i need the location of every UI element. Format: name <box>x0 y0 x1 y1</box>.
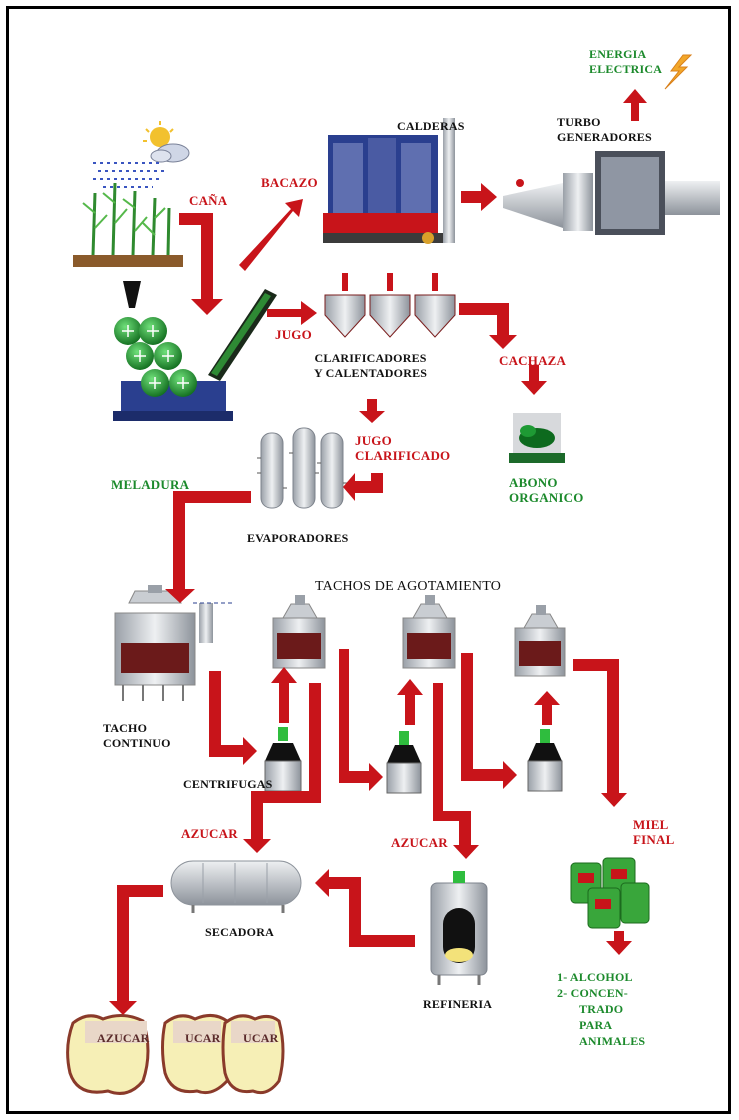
label-abono-organico: ABONO ORGANICO <box>509 475 584 505</box>
sugar-bags-icon <box>66 1014 285 1095</box>
bag-label-2: UCAR <box>185 1031 221 1045</box>
label-clarificadores-line1: CLARIFICADORES <box>314 351 427 365</box>
label-turbo-line2: GENERADORES <box>557 130 652 144</box>
label-tacho-line1: TACHO <box>103 721 148 735</box>
lightning-icon <box>664 54 693 90</box>
centrifuge-icon <box>264 727 563 794</box>
label-abono-line1: ABONO <box>509 475 558 490</box>
clarifier-icon <box>324 273 456 338</box>
diagram-frame: ENERGIA ELECTRICA TURBO GENERADORES CALD… <box>6 6 731 1114</box>
fertilizer-icon <box>509 413 565 463</box>
label-tacho-line2: CONTINUO <box>103 736 171 750</box>
mill-icon <box>113 281 277 421</box>
process-diagram <box>66 54 720 1095</box>
cane-field-icon <box>73 182 183 267</box>
evaporator-icon <box>257 427 347 509</box>
vacuum-pan-icon <box>114 585 566 701</box>
label-calderas: CALDERAS <box>397 119 465 133</box>
dryer-icon <box>170 860 302 913</box>
boiler-icon <box>323 118 455 244</box>
label-jugo: JUGO <box>275 327 312 342</box>
bag-label-3: UCAR <box>243 1031 279 1045</box>
label-turbo-line1: TURBO <box>557 115 601 129</box>
label-miel-line2: FINAL <box>633 832 675 847</box>
label-cana: CAÑA <box>189 193 228 208</box>
label-azucar-mid: AZUCAR <box>391 835 448 850</box>
label-jugo-clarificado-line1: JUGO <box>355 433 392 448</box>
label-tacho-continuo: TACHO CONTINUO <box>103 721 171 751</box>
label-alcohol-line4: PARA <box>579 1018 613 1032</box>
label-energia-line1: ENERGIA <box>589 47 647 61</box>
label-cachaza: CACHAZA <box>499 353 567 368</box>
label-abono-line2: ORGANICO <box>509 490 584 505</box>
label-centrifugas: CENTRIFUGAS <box>183 777 273 791</box>
label-bacazo: BACAZO <box>261 175 318 190</box>
label-energia-line2: ELECTRICA <box>589 62 663 76</box>
bag-label-1: AZUCAR <box>97 1031 150 1045</box>
label-alcohol-line1: 1- ALCOHOL <box>557 970 633 984</box>
label-alcohol-line2: 2- CONCEN- <box>557 986 628 1000</box>
label-alcohol-line5: ANIMALES <box>579 1034 646 1048</box>
molasses-drums-icon <box>570 857 650 929</box>
label-evaporadores: EVAPORADORES <box>247 531 349 545</box>
label-alcohol-list: 1- ALCOHOL 2- CONCEN- TRADO PARA ANIMALE… <box>557 969 645 1049</box>
flow-arrows <box>109 89 647 1015</box>
label-tachos-agotamiento: TACHOS DE AGOTAMIENTO <box>315 579 502 594</box>
label-clarificadores: CLARIFICADORES Y CALENTADORES <box>314 351 427 381</box>
label-meladura: MELADURA <box>111 477 190 492</box>
label-jugo-clarificado-line2: CLARIFICADO <box>355 448 451 463</box>
label-alcohol-line3: TRADO <box>579 1002 624 1016</box>
label-refineria: REFINERIA <box>423 997 493 1011</box>
refinery-icon <box>430 871 488 985</box>
label-jugo-clarificado: JUGO CLARIFICADO <box>355 433 450 463</box>
sun-cloud-rain-icon <box>93 121 190 188</box>
label-miel-final: MIEL FINAL <box>633 817 674 847</box>
label-turbo-generadores: TURBO GENERADORES <box>557 115 652 145</box>
label-energia: ENERGIA ELECTRICA <box>589 47 662 77</box>
label-azucar-left: AZUCAR <box>181 826 238 841</box>
turbine-icon <box>503 151 720 235</box>
label-secadora: SECADORA <box>205 925 274 939</box>
label-clarificadores-line2: Y CALENTADORES <box>314 366 428 380</box>
label-miel-line1: MIEL <box>633 817 669 832</box>
